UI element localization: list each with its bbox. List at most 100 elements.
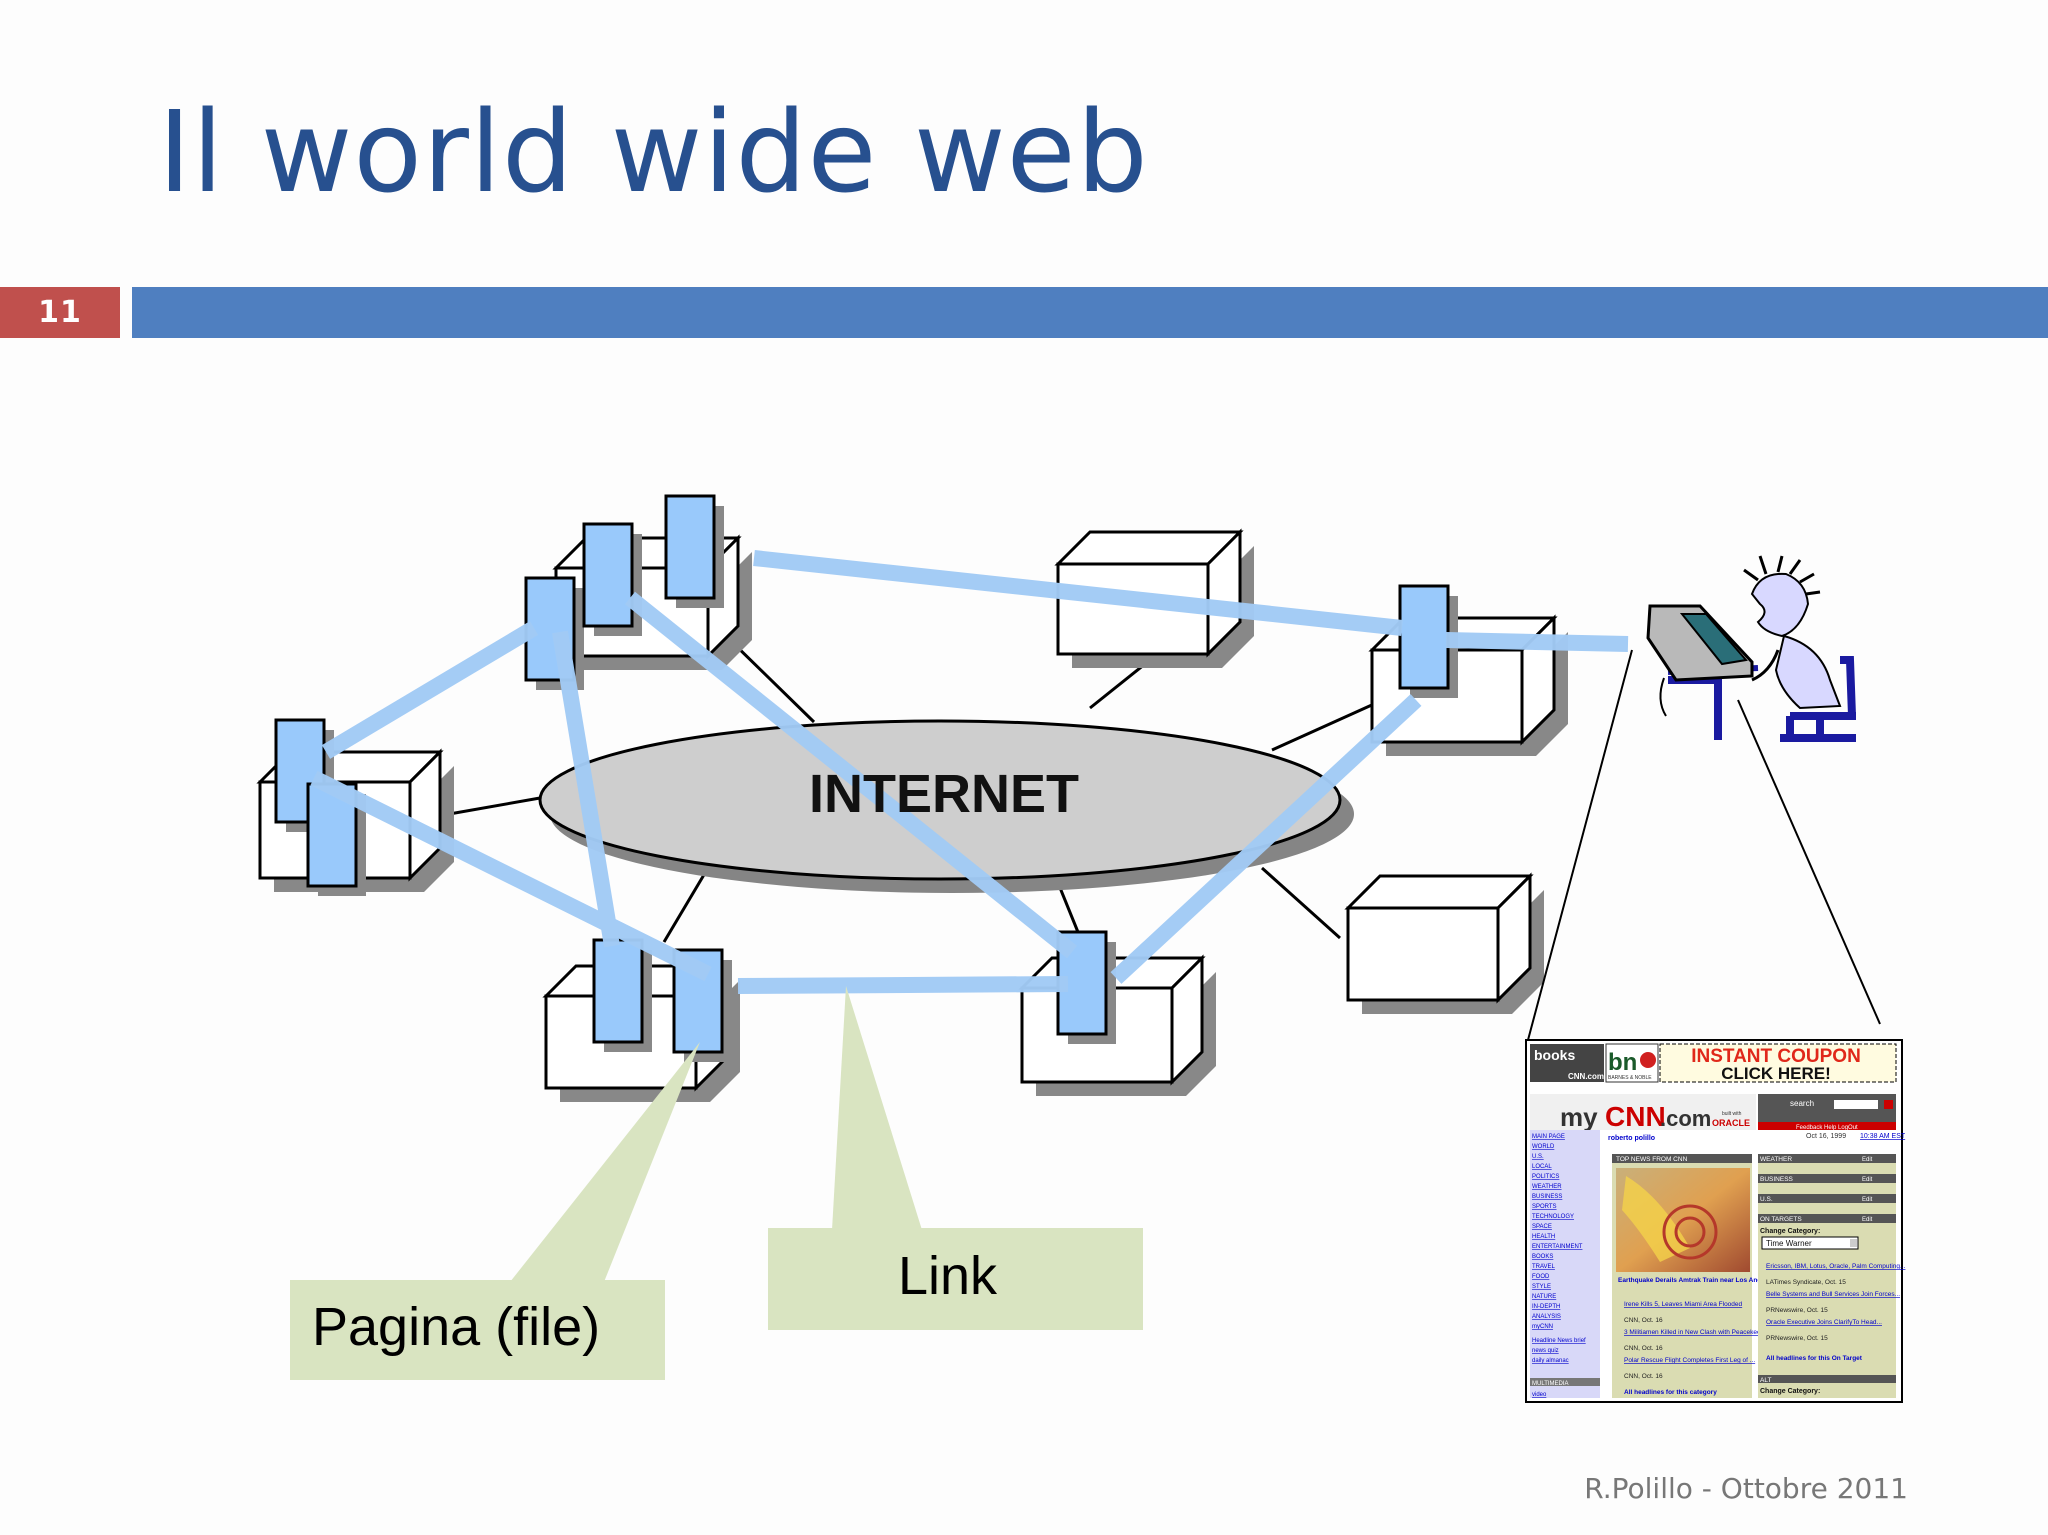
news-item: Polar Rescue Flight Completes First Leg … xyxy=(1624,1357,1755,1364)
svg-text:Time Warner: Time Warner xyxy=(1766,1239,1812,1248)
sidebar-link: STYLE xyxy=(1532,1284,1551,1290)
sidebar-link: HEALTH xyxy=(1532,1234,1555,1240)
all-headlines-link: All headlines for this category xyxy=(1624,1389,1717,1396)
banner-books xyxy=(1530,1044,1604,1082)
svg-text:Edit: Edit xyxy=(1862,1177,1873,1183)
web-page-screenshot: books CNN.com bn BARNES & NOBLE INSTANT … xyxy=(1525,1039,1906,1403)
sidebar-link: WEATHER xyxy=(1532,1184,1562,1190)
svg-text:bn: bn xyxy=(1608,1049,1637,1076)
sidebar-link: myCNN xyxy=(1532,1324,1553,1330)
user-at-computer-icon xyxy=(1646,555,1856,742)
sidebar-link: MAIN PAGE xyxy=(1532,1134,1565,1140)
sidebar-link: TECHNOLOGY xyxy=(1532,1214,1574,1220)
hyperlink-line xyxy=(753,550,1403,636)
internet-label: INTERNET xyxy=(809,764,1079,824)
zoom-line-right xyxy=(1737,699,1881,1025)
header-links: Feedback Help LogOut xyxy=(1796,1125,1858,1131)
sidebar-link: TRAVEL xyxy=(1532,1264,1556,1270)
svg-text:INSTANT COUPON: INSTANT COUPON xyxy=(1691,1046,1861,1067)
page-file xyxy=(664,494,724,608)
page-file xyxy=(672,948,732,1062)
sidebar-link: NATURE xyxy=(1532,1294,1556,1300)
svg-text:.com: .com xyxy=(1660,1106,1711,1131)
svg-text:BARNES & NOBLE: BARNES & NOBLE xyxy=(1608,1075,1652,1081)
svg-text:Edit: Edit xyxy=(1862,1157,1873,1163)
svg-text:Change Category:: Change Category: xyxy=(1760,1388,1820,1395)
sidebar-link: BOOKS xyxy=(1532,1254,1553,1260)
callout-link-text: Link xyxy=(898,1246,998,1306)
callout-page-text: Pagina (file) xyxy=(312,1297,600,1357)
target-item: Belle Systems and Bull Services Join For… xyxy=(1766,1291,1900,1298)
right-section-header: WEATHER xyxy=(1760,1156,1792,1163)
web-pages xyxy=(274,494,1458,1062)
hyperlink-line xyxy=(737,976,1069,994)
right-section-header: ON TARGETS xyxy=(1760,1216,1802,1223)
hyperlink-line xyxy=(1110,694,1422,984)
hyperlink-line xyxy=(321,621,539,759)
zoom-line-left xyxy=(1527,649,1633,1041)
target-source: LATimes Syndicate, Oct. 15 xyxy=(1766,1279,1846,1286)
sidebar-link: POLITICS xyxy=(1532,1174,1559,1180)
svg-text:my: my xyxy=(1560,1102,1598,1132)
sidebar-link: SPORTS xyxy=(1532,1204,1557,1210)
sidebar-link: news quiz xyxy=(1532,1348,1559,1354)
sidebar-link: U.S. xyxy=(1532,1154,1544,1160)
right-section-header: BUSINESS xyxy=(1760,1176,1794,1183)
hyperlink-line xyxy=(1445,632,1629,652)
sidebar-link: ENTERTAINMENT xyxy=(1532,1244,1583,1250)
news-item: 3 Militiamen Killed in New Clash with Pe… xyxy=(1624,1329,1779,1336)
svg-text:Oct 16, 1999: Oct 16, 1999 xyxy=(1806,1133,1846,1140)
page-file xyxy=(592,938,652,1052)
svg-text:video: video xyxy=(1532,1392,1547,1398)
network-connectors xyxy=(437,636,1375,943)
sidebar-link: FOOD xyxy=(1532,1274,1550,1280)
svg-text:CLICK HERE!: CLICK HERE! xyxy=(1721,1064,1831,1083)
svg-text:built with: built with xyxy=(1722,1111,1742,1117)
connector-bottom-left xyxy=(662,867,710,943)
sidebar-link: SPACE xyxy=(1532,1224,1552,1230)
news-item: Irene Kills 5, Leaves Miami Area Flooded xyxy=(1624,1301,1743,1308)
page-number-badge: 11 xyxy=(0,287,120,338)
sidebar-link: WORLD xyxy=(1532,1144,1555,1150)
hyperlinks xyxy=(310,550,1629,994)
internet-cloud xyxy=(538,719,1354,893)
news-source: CNN, Oct. 16 xyxy=(1624,1373,1663,1380)
svg-text:Edit: Edit xyxy=(1862,1217,1873,1223)
svg-text:MULTIMEDIA: MULTIMEDIA xyxy=(1532,1381,1569,1387)
svg-text:CNN: CNN xyxy=(1605,1101,1666,1132)
sidebar-link: IN-DEPTH xyxy=(1532,1304,1560,1310)
top-news-headline: Earthquake Derails Amtrak Train near Los… xyxy=(1618,1277,1774,1284)
target-item: Ericsson, IBM, Lotus, Oracle, Palm Compu… xyxy=(1766,1263,1906,1270)
svg-text:roberto polillo: roberto polillo xyxy=(1608,1135,1655,1142)
svg-text:ORACLE: ORACLE xyxy=(1712,1118,1750,1128)
target-item: Oracle Executive Joins ClarifyTo Head... xyxy=(1766,1319,1882,1326)
svg-text:Change Category:: Change Category: xyxy=(1760,1228,1820,1235)
sidebar-link: LOCAL xyxy=(1532,1164,1552,1170)
hyperlink-line xyxy=(624,591,1078,959)
news-source: CNN, Oct. 16 xyxy=(1624,1345,1663,1352)
hyperlink-line xyxy=(552,630,620,948)
svg-text:search: search xyxy=(1790,1099,1814,1108)
title-underline-bar xyxy=(132,287,2048,338)
callout-link: Link xyxy=(768,986,1143,1330)
connector-bottom-right xyxy=(1260,866,1342,940)
connector-top xyxy=(726,636,816,724)
connector-left xyxy=(437,796,541,818)
slide-footer: R.Polillo - Ottobre 2011 xyxy=(1584,1472,1908,1505)
sidebar-link: Headline News brief xyxy=(1532,1338,1586,1344)
news-source: CNN, Oct. 16 xyxy=(1624,1317,1663,1324)
hyperlink-line xyxy=(310,770,712,982)
svg-text:ALT: ALT xyxy=(1760,1377,1771,1384)
sidebar-link: ANALYSIS xyxy=(1532,1314,1561,1320)
internet-ellipse xyxy=(538,719,1342,881)
page-file xyxy=(582,522,642,636)
svg-text:All headlines for this On Targ: All headlines for this On Target xyxy=(1766,1355,1863,1362)
target-source: PRNewswire, Oct. 15 xyxy=(1766,1307,1828,1314)
connector-right xyxy=(1271,702,1375,752)
banner-coupon xyxy=(1659,1043,1897,1083)
svg-text:TOP NEWS FROM CNN: TOP NEWS FROM CNN xyxy=(1616,1156,1688,1163)
callout-page: Pagina (file) xyxy=(290,1042,700,1380)
sidebar-link: daily almanac xyxy=(1532,1358,1569,1364)
svg-text:Edit: Edit xyxy=(1862,1197,1873,1203)
